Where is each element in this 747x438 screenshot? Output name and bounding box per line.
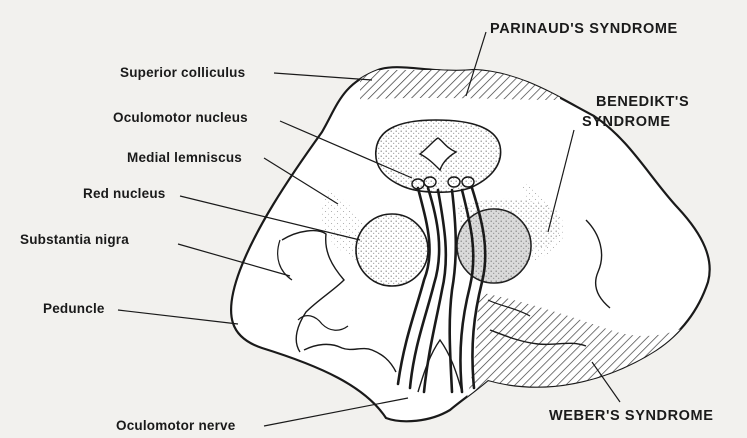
label-oculomotor-nucleus: Oculomotor nucleus [113, 110, 248, 125]
leader-lines [117, 31, 621, 427]
red-nucleus-left [355, 213, 429, 287]
label-weber-syndrome: WEBER'S SYNDROME [549, 408, 714, 424]
label-benedikt-syndrome-line2: SYNDROME [582, 114, 671, 130]
label-substantia-nigra: Substantia nigra [20, 232, 129, 247]
label-oculomotor-nerve: Oculomotor nerve [116, 418, 236, 433]
label-peduncle: Peduncle [43, 301, 105, 316]
label-parinaud-syndrome: PARINAUD'S SYNDROME [490, 21, 678, 37]
peduncle-left-inner [303, 343, 397, 373]
substantia-nigra-left [281, 229, 345, 353]
parinaud-lesion-area [360, 70, 560, 100]
label-medial-lemniscus: Medial lemniscus [127, 150, 242, 165]
aqueduct [418, 137, 458, 172]
peduncle-right-inner [489, 329, 587, 347]
interpeduncular-notch [417, 338, 463, 393]
oculomotor-fibres [396, 186, 487, 394]
label-superior-colliculus: Superior colliculus [120, 65, 246, 80]
label-red-nucleus: Red nucleus [83, 186, 166, 201]
label-benedikt-syndrome-line1: BENEDIKT'S [596, 94, 690, 110]
substantia-nigra-right [585, 219, 611, 309]
